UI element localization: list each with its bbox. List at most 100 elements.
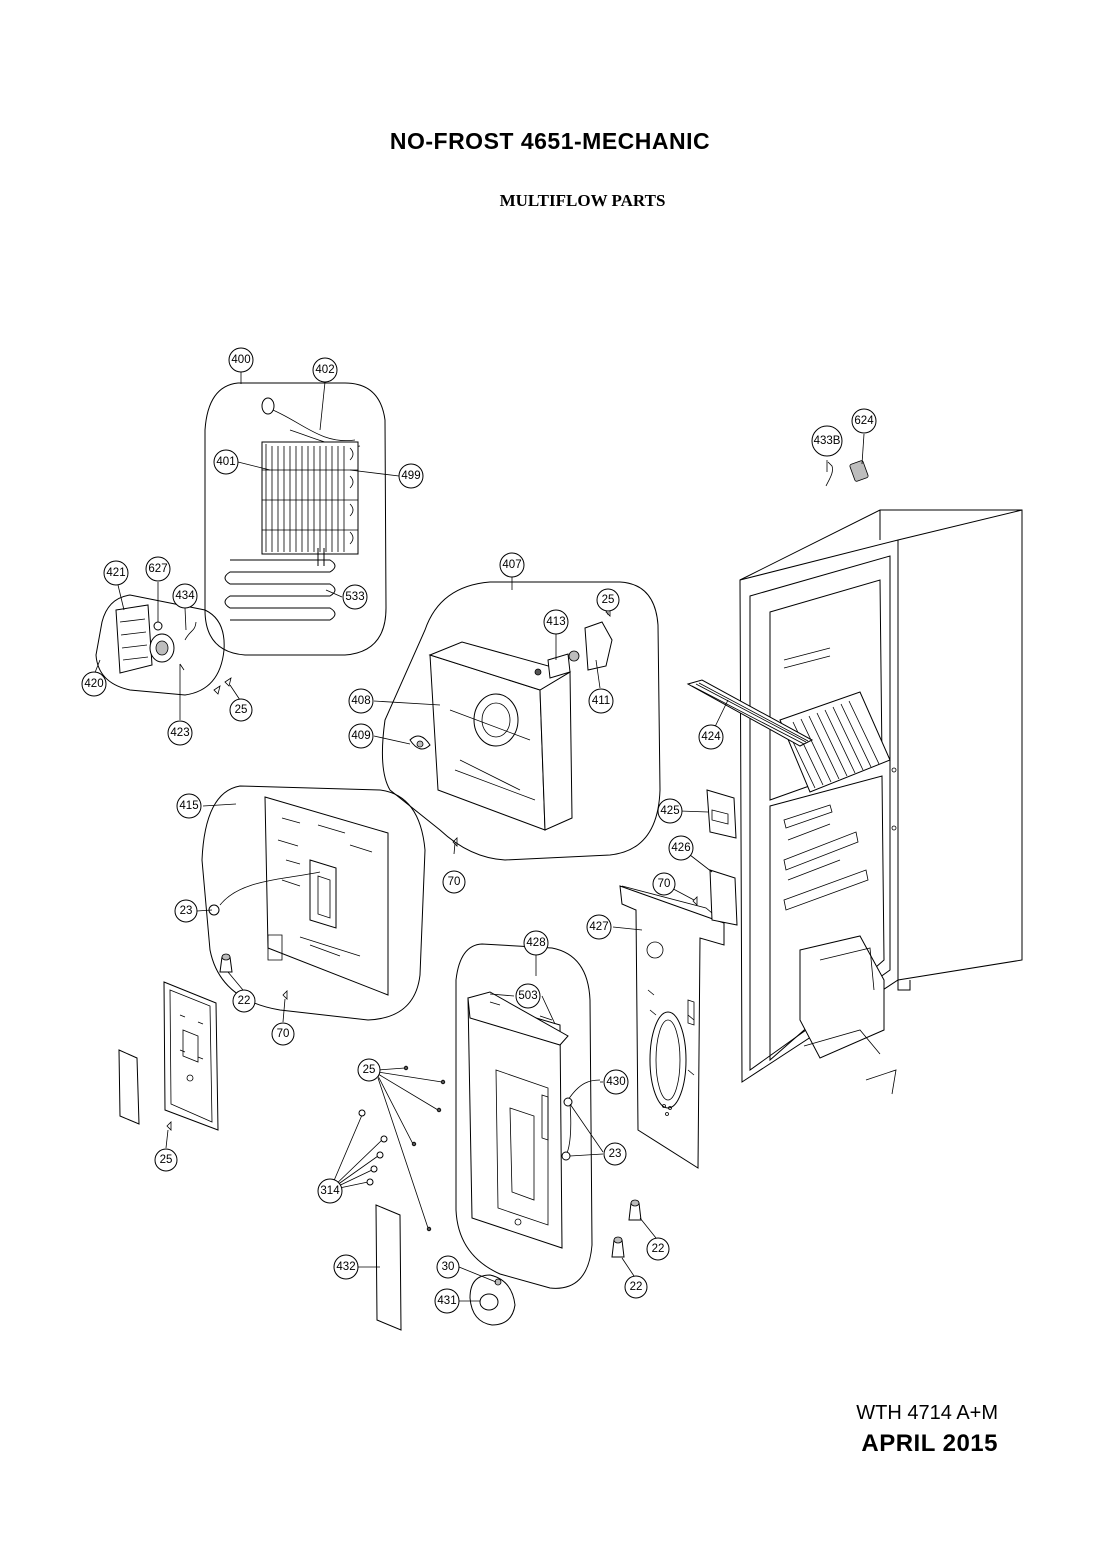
callout-627: 627: [145, 556, 171, 582]
svg-text:431: 431: [437, 1295, 456, 1307]
fan-group: [381, 581, 661, 861]
svg-text:627: 627: [148, 563, 167, 575]
callout-25-fan: 25: [596, 588, 620, 612]
label-432: [375, 1204, 402, 1331]
callout-433B: 433B: [811, 425, 843, 457]
air-vent-strip-424: [686, 679, 814, 747]
svg-text:421: 421: [106, 567, 125, 579]
callout-408: 408: [348, 688, 374, 714]
refrigerator-cabinet: [739, 509, 1023, 1095]
callout-421: 421: [103, 560, 129, 586]
wire-430: [565, 1079, 601, 1156]
light-duct-427: [619, 885, 725, 1169]
callout-425: 425: [657, 798, 683, 824]
screw-set-25: [377, 1065, 446, 1232]
svg-text:30: 30: [442, 1261, 455, 1273]
callout-499: 499: [398, 463, 424, 489]
callout-624: 624: [851, 408, 877, 434]
screw-caps-314: [329, 1109, 388, 1191]
screw-25-panel: [166, 1121, 172, 1131]
heater-coil: [224, 548, 336, 621]
svg-text:411: 411: [592, 695, 610, 707]
svg-text:428: 428: [526, 937, 545, 949]
screw-70-light: [692, 896, 698, 906]
callout-22-right-b: 22: [624, 1275, 648, 1299]
svg-text:624: 624: [854, 415, 874, 427]
callout-314: 314: [317, 1178, 343, 1204]
callout-420: 420: [81, 671, 107, 697]
callout-432: 432: [333, 1254, 359, 1280]
svg-text:25: 25: [363, 1064, 376, 1076]
lamp-holder-right-b: [611, 1236, 625, 1258]
svg-text:409: 409: [351, 730, 370, 742]
svg-text:415: 415: [179, 800, 198, 812]
svg-text:424: 424: [701, 731, 721, 743]
callout-30: 30: [436, 1255, 460, 1279]
svg-text:400: 400: [231, 354, 250, 366]
svg-text:427: 427: [589, 921, 608, 933]
thermostat-group: [95, 594, 225, 696]
svg-text:420: 420: [84, 678, 103, 690]
callout-533: 533: [342, 584, 368, 610]
svg-text:413: 413: [546, 616, 565, 628]
svg-text:430: 430: [606, 1076, 625, 1088]
callout-411: 411: [588, 688, 614, 714]
connector-23-b: [561, 1151, 571, 1161]
svg-text:423: 423: [170, 727, 189, 739]
callout-428: 428: [523, 930, 549, 956]
svg-text:433B: 433B: [814, 435, 841, 447]
callout-70-duct: 70: [271, 1022, 295, 1046]
screws-25-a: [213, 677, 232, 695]
callout-430: 430: [603, 1069, 629, 1095]
callout-423: 423: [167, 720, 193, 746]
callout-407: 407: [499, 552, 525, 578]
callout-400: 400: [228, 347, 254, 373]
evaporator-group: [204, 382, 387, 656]
front-duct-group: [455, 943, 593, 1289]
callout-25-panel: 25: [154, 1148, 178, 1172]
svg-text:22: 22: [238, 995, 251, 1007]
screw-70-duct: [282, 990, 288, 1000]
svg-text:401: 401: [216, 456, 235, 468]
svg-text:426: 426: [671, 842, 690, 854]
svg-text:25: 25: [160, 1154, 173, 1166]
svg-text:425: 425: [660, 805, 679, 817]
svg-text:499: 499: [401, 470, 420, 482]
callout-25-screws: 25: [357, 1058, 381, 1082]
svg-text:503: 503: [518, 990, 537, 1002]
svg-text:23: 23: [609, 1148, 622, 1160]
revision-date: APRIL 2015: [861, 1430, 998, 1457]
callout-427: 427: [586, 914, 612, 940]
callout-25-thermostat: 25: [229, 698, 253, 722]
lamp-holder-right-a: [628, 1199, 642, 1221]
svg-text:314: 314: [320, 1185, 340, 1197]
svg-text:22: 22: [630, 1281, 643, 1293]
callout-503: 503: [515, 983, 541, 1009]
callout-70-fan: 70: [442, 870, 466, 894]
callout-22-right-a: 22: [646, 1237, 670, 1261]
wire-433B: [825, 461, 833, 487]
callout-23-duct: 23: [174, 899, 198, 923]
svg-text:434: 434: [175, 590, 195, 602]
callout-23-front: 23: [603, 1142, 627, 1166]
svg-text:23: 23: [180, 905, 193, 917]
svg-text:25: 25: [235, 704, 248, 716]
leader-lines: [93, 372, 865, 1302]
callout-402: 402: [312, 357, 338, 383]
callout-413: 413: [543, 609, 569, 635]
callout-22-left: 22: [232, 989, 256, 1013]
diagram-subtitle: MULTIFLOW PARTS: [499, 191, 666, 210]
callout-424: 424: [698, 724, 724, 750]
air-duct-group: [201, 785, 426, 1021]
svg-text:432: 432: [336, 1261, 355, 1273]
switch-426: [709, 869, 738, 926]
callout-431: 431: [434, 1288, 460, 1314]
diagram-title: NO-FROST 4651-MECHANIC: [389, 128, 711, 154]
svg-text:22: 22: [652, 1243, 665, 1255]
knob-group: [469, 1274, 516, 1326]
callout-426: 426: [668, 835, 694, 861]
callout-401: 401: [213, 449, 239, 475]
callout-70-light: 70: [652, 872, 676, 896]
callout-434: 434: [172, 583, 198, 609]
